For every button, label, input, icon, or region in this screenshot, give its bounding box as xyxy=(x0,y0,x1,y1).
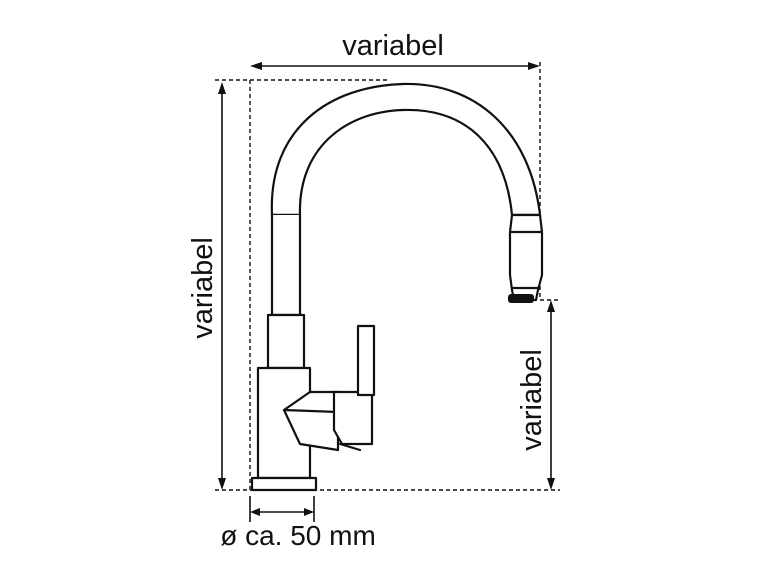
base-flange xyxy=(250,476,318,492)
valve-edge xyxy=(282,408,340,414)
spout-neck xyxy=(266,313,306,370)
base-arrow-right xyxy=(304,508,314,516)
lever-housing-bottom xyxy=(338,442,362,452)
spout-vertical-tube xyxy=(270,213,302,317)
left-height-label: variabel xyxy=(187,237,219,339)
top-width-dimension: variabel xyxy=(250,30,540,70)
right-height-dimension: variabel xyxy=(516,300,555,490)
spray-head xyxy=(508,213,544,302)
top-arrow-right xyxy=(528,62,540,70)
lever-handle xyxy=(356,324,376,397)
base-diameter-label: ø ca. 50 mm xyxy=(220,520,376,551)
left-arrow-top xyxy=(218,82,226,94)
top-width-label: variabel xyxy=(342,30,444,62)
right-arrow-top xyxy=(547,300,555,312)
right-height-label: variabel xyxy=(516,349,548,451)
lever-housing xyxy=(332,390,374,446)
base-arrow-left xyxy=(250,508,260,516)
spout-arc xyxy=(270,82,542,217)
top-arrow-left xyxy=(250,62,262,70)
faucet-illustration xyxy=(250,82,544,492)
left-height-dimension: variabel xyxy=(187,82,226,490)
base-diameter-dimension: ø ca. 50 mm xyxy=(220,496,376,551)
spray-nozzle xyxy=(508,294,534,303)
left-arrow-bottom xyxy=(218,478,226,490)
right-arrow-bottom xyxy=(547,478,555,490)
